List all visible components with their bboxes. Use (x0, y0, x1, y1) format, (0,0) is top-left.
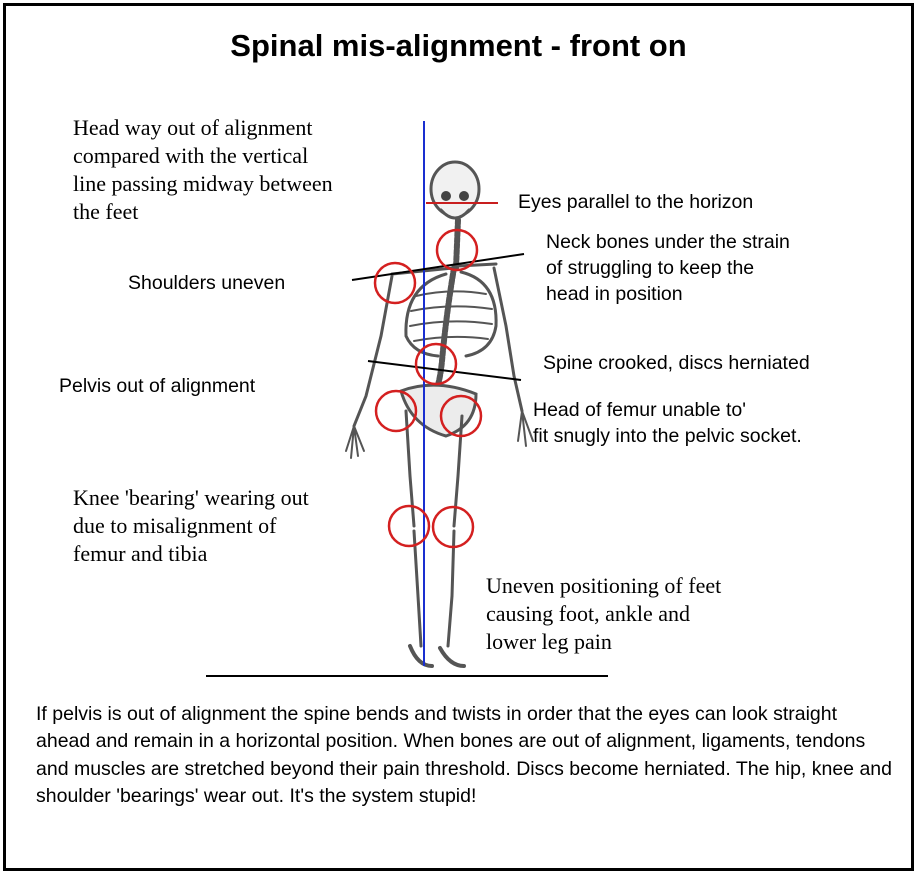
skull (431, 162, 479, 216)
label-spine-crooked: Spine crooked, discs herniated (543, 351, 810, 377)
label-femur-socket: Head of femur unable to' fit snugly into… (533, 398, 802, 450)
right-eye-socket (459, 191, 469, 201)
label-pelvis-alignment: Pelvis out of alignment (59, 374, 255, 400)
label-neck-strain: Neck bones under the strain of strugglin… (546, 230, 790, 308)
rib-cage-right (461, 272, 496, 356)
left-hand (346, 426, 364, 458)
spine-marker (416, 344, 456, 384)
label-eyes-horizon: Eyes parallel to the horizon (518, 190, 753, 216)
right-tibia (448, 531, 454, 646)
left-foot (410, 646, 432, 666)
label-shoulders-uneven: Shoulders uneven (128, 271, 285, 297)
skeleton-figure (6, 6, 911, 686)
left-eye-socket (441, 191, 451, 201)
left-arm (354, 276, 392, 426)
spine (436, 268, 454, 391)
explanation-paragraph: If pelvis is out of alignment the spine … (36, 701, 896, 810)
left-tibia (414, 531, 421, 646)
right-clavicle (458, 264, 496, 266)
label-head-alignment: Head way out of alignment compared with … (73, 114, 333, 227)
right-hand (518, 411, 533, 446)
pelvis (401, 385, 476, 436)
label-feet-positioning: Uneven positioning of feet causing foot,… (486, 572, 721, 656)
label-knee-bearing: Knee 'bearing' wearing out due to misali… (73, 484, 309, 568)
right-arm (494, 268, 522, 411)
diagram-frame: Spinal mis-alignment - front on (3, 3, 914, 871)
right-foot (440, 648, 464, 666)
shoulder-marker (375, 263, 415, 303)
jaw (441, 210, 469, 218)
cervical-spine (456, 220, 458, 268)
